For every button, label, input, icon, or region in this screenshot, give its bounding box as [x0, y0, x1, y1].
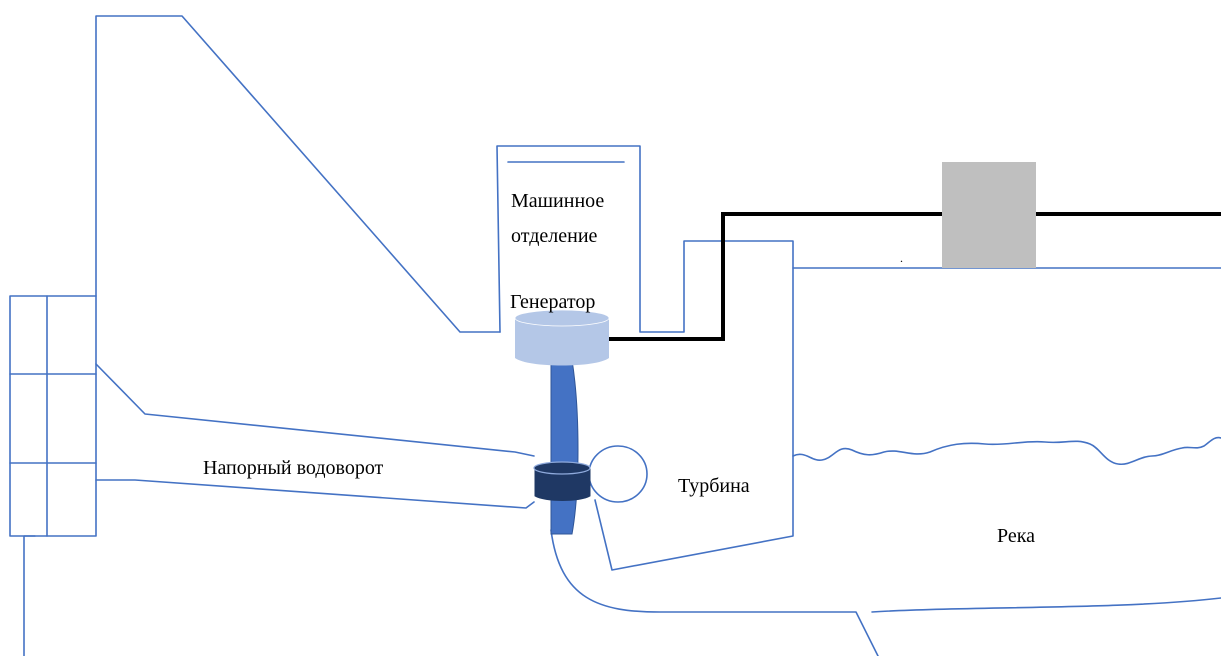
machine-room-label-line2: отделение	[511, 225, 598, 247]
generator-label: Генератор	[510, 291, 595, 313]
turbine-runner-icon	[588, 445, 648, 503]
river-surface	[792, 436, 1221, 466]
machine-room-outline	[496, 145, 794, 571]
generator-icon	[514, 309, 610, 366]
dam-outline	[95, 15, 501, 333]
machine-room-label-line1: Машинное	[511, 190, 604, 212]
river-label: Река	[997, 525, 1035, 547]
penstock-upper-wall	[95, 363, 535, 457]
penstock-lower-wall	[95, 479, 535, 509]
power-line	[609, 212, 944, 341]
shaft	[550, 359, 579, 535]
riverbed-line	[871, 597, 1221, 613]
grid-stand-line	[23, 535, 36, 656]
turbine-label: Турбина	[678, 475, 750, 497]
turbine-coupling-icon	[533, 461, 591, 501]
transformer-box	[942, 162, 1036, 268]
draft-tube-curve	[550, 529, 879, 656]
intake-grid	[9, 295, 97, 537]
dot-mark: .	[900, 251, 903, 265]
penstock-label: Напорный водоворот	[203, 457, 384, 479]
